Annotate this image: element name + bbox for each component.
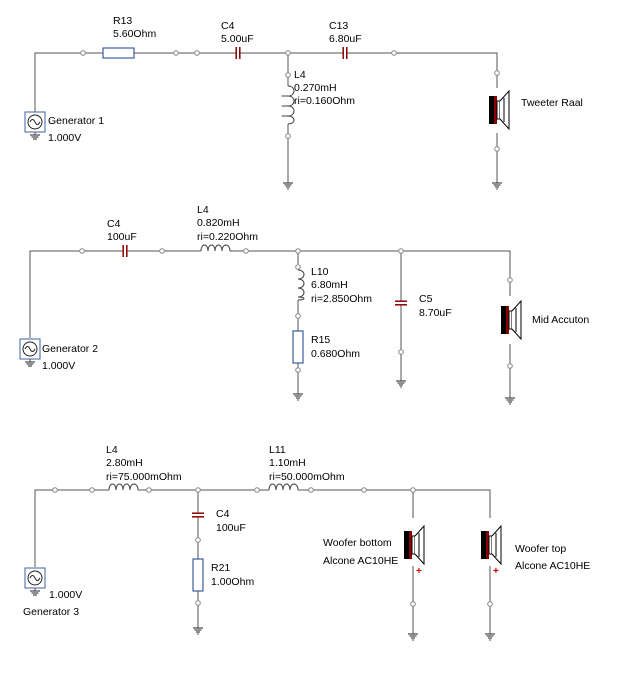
capacitor-c5[interactable] xyxy=(394,300,408,306)
ground-1a xyxy=(282,176,294,190)
ground-3b xyxy=(407,627,419,641)
c13-name: C13 xyxy=(329,20,348,32)
generator-3-name: Generator 3 xyxy=(23,606,79,618)
c4-3-value: 100uF xyxy=(216,522,246,534)
circuit-2-nodes xyxy=(79,248,513,373)
inductor-l11[interactable] xyxy=(268,483,299,491)
circuit-3-nodes xyxy=(52,487,493,607)
l10-name: L10 xyxy=(311,266,329,278)
speaker-woofer-top-icon[interactable] xyxy=(480,525,502,565)
resistor-r15[interactable] xyxy=(292,330,304,364)
r21-name: R21 xyxy=(211,562,230,574)
capacitor-c13[interactable] xyxy=(342,46,348,60)
l4-3-value: 2.80mH xyxy=(106,457,143,469)
l4-2-ri: ri=0.220Ohm xyxy=(197,231,258,243)
circuit-1-nodes xyxy=(80,50,500,152)
l11-value: 1.10mH xyxy=(269,457,306,469)
inductor-l4-1[interactable] xyxy=(281,85,295,125)
c4-1-name: C4 xyxy=(221,20,235,32)
circuit-1-wires xyxy=(34,52,498,177)
circuit-2: C4 100uF L4 0.820mH ri=0.220Ohm L10 6.80… xyxy=(19,204,589,405)
circuit-2-wires xyxy=(29,250,511,392)
capacitor-c4-3[interactable] xyxy=(191,512,205,518)
l4-3-name: L4 xyxy=(106,444,118,456)
r13-name: R13 xyxy=(113,15,132,27)
generator-1-name: Generator 1 xyxy=(48,115,104,127)
l4-1-ri: ri=0.160Ohm xyxy=(294,95,355,107)
resistor-r13[interactable] xyxy=(102,47,135,59)
c5-name: C5 xyxy=(419,293,433,305)
ground-3a xyxy=(192,621,204,635)
circuit-3-wires xyxy=(34,489,491,628)
inductor-l10[interactable] xyxy=(297,269,305,301)
l10-ri: ri=2.850Ohm xyxy=(311,293,372,305)
r15-name: R15 xyxy=(311,334,330,346)
speaker-mid-icon[interactable] xyxy=(500,300,522,340)
ground-2a xyxy=(292,387,304,401)
generator-1-voltage: 1.000V xyxy=(48,132,81,144)
ground-3c xyxy=(484,627,496,641)
generator-3-icon[interactable] xyxy=(24,567,46,596)
r15-value: 0.680Ohm xyxy=(311,348,360,360)
r13-value: 5.60Ohm xyxy=(113,28,156,40)
speaker-tweeter-icon[interactable] xyxy=(488,90,510,130)
capacitor-c4-1[interactable] xyxy=(235,46,241,60)
ground-2b xyxy=(395,374,407,388)
woofer-bottom-model: Alcone AC10HE xyxy=(323,555,398,567)
generator-2-name: Generator 2 xyxy=(42,343,98,355)
c5-value: 8.70uF xyxy=(419,307,452,319)
generator-1-icon[interactable] xyxy=(24,111,46,140)
r21-value: 1.00Ohm xyxy=(211,576,254,588)
inductor-l4-3[interactable] xyxy=(108,483,139,491)
c4-2-value: 100uF xyxy=(107,231,137,243)
generator-3-voltage: 1.000V xyxy=(49,589,82,601)
woofer-top-model: Alcone AC10HE xyxy=(515,560,590,572)
woofer-top-name: Woofer top xyxy=(515,543,566,555)
woofer-bottom-name: Woofer bottom xyxy=(323,537,392,549)
l4-3-ri: ri=75.000mOhm xyxy=(106,471,182,483)
l4-2-value: 0.820mH xyxy=(197,217,240,229)
c4-1-value: 5.00uF xyxy=(221,33,254,45)
l4-1-value: 0.270mH xyxy=(294,82,337,94)
circuit-1: R13 5.60Ohm C4 5.00uF C13 6.80uF L4 0.27… xyxy=(24,15,583,190)
l4-2-name: L4 xyxy=(197,204,209,216)
inductor-l4-2[interactable] xyxy=(200,244,231,252)
circuit-3: L4 2.80mH ri=75.000mOhm L11 1.10mH ri=50… xyxy=(23,444,590,641)
c4-3-name: C4 xyxy=(216,508,230,520)
l11-name: L11 xyxy=(269,444,286,456)
generator-2-icon[interactable] xyxy=(19,338,41,367)
ground-2c xyxy=(504,391,516,405)
speaker-woofer-bottom-icon[interactable] xyxy=(403,525,425,565)
c4-2-name: C4 xyxy=(107,218,121,230)
ground-1b xyxy=(491,176,503,190)
woofer-top-polarity: + xyxy=(493,566,499,577)
c13-value: 6.80uF xyxy=(329,33,362,45)
woofer-bottom-polarity: + xyxy=(416,566,422,577)
l11-ri: ri=50.000mOhm xyxy=(269,471,345,483)
l4-1-name: L4 xyxy=(294,69,306,81)
resistor-r21[interactable] xyxy=(192,558,204,592)
capacitor-c4-2[interactable] xyxy=(122,244,128,258)
generator-2-voltage: 1.000V xyxy=(42,360,75,372)
l10-value: 6.80mH xyxy=(311,279,348,291)
speaker-tweeter-label: Tweeter Raal xyxy=(521,97,583,109)
speaker-mid-label: Mid Accuton xyxy=(532,314,589,326)
